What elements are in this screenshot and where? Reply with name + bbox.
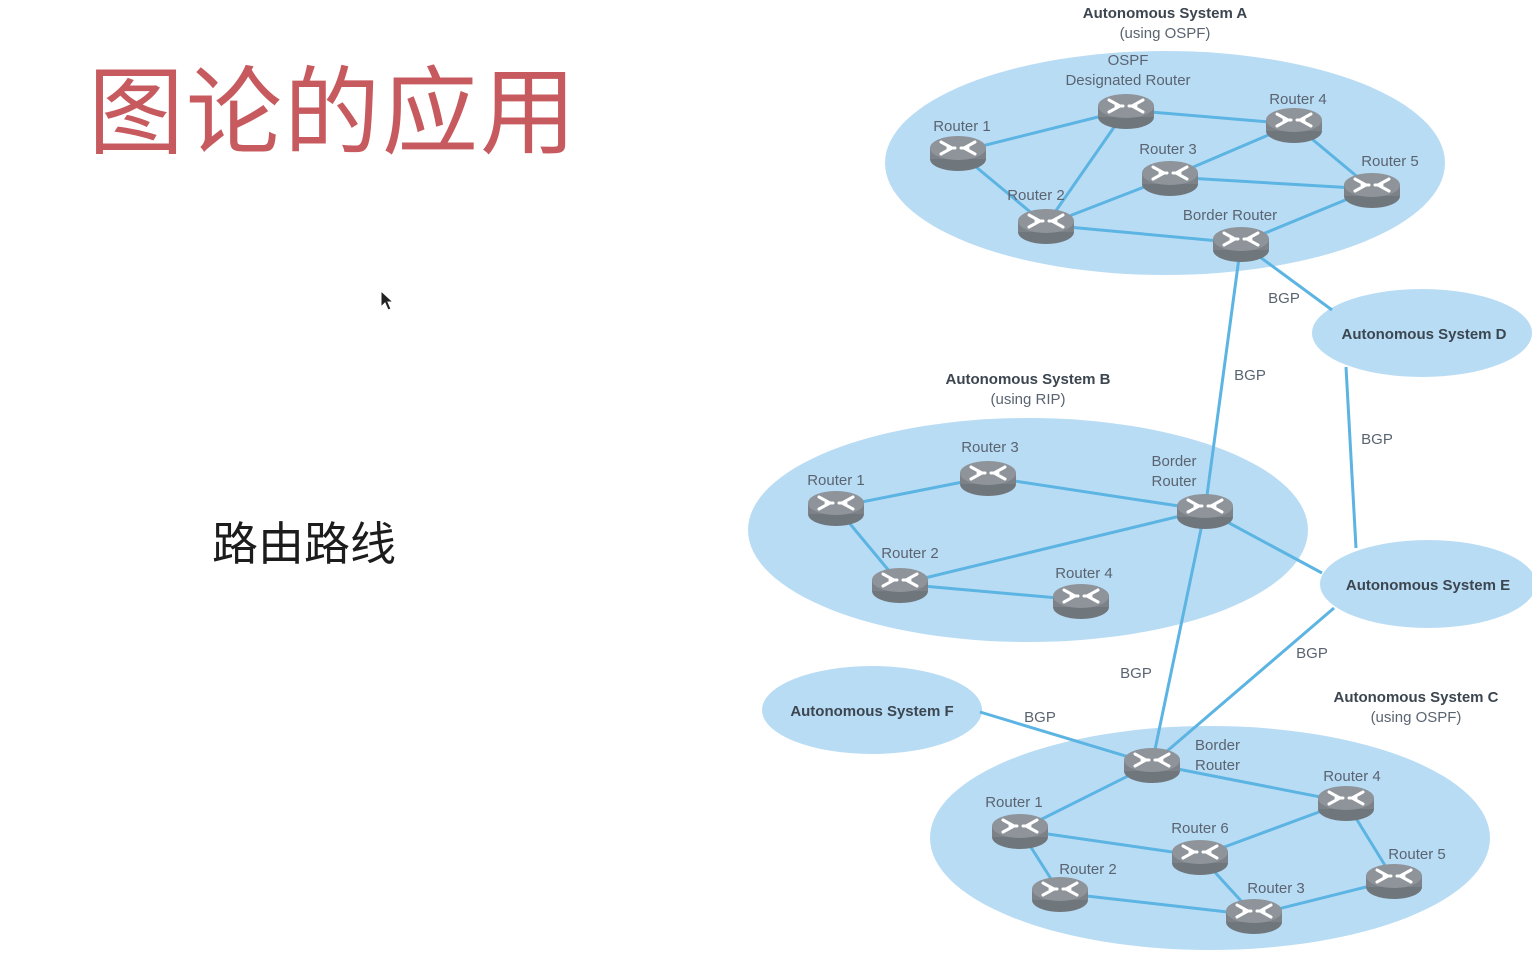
network-link xyxy=(1019,828,1201,858)
router-label: Router 4 xyxy=(1055,565,1113,582)
autonomous-system-d-name: Autonomous System D xyxy=(1341,326,1506,343)
bgp-link-label: BGP xyxy=(1361,431,1393,448)
autonomous-system-a-protocol: (using OSPF) xyxy=(1120,25,1211,42)
router-icon xyxy=(872,568,928,603)
router-icon xyxy=(960,461,1016,496)
autonomous-system-f-region xyxy=(762,666,982,754)
autonomous-system-b-name: Autonomous System B xyxy=(945,371,1110,388)
slide-subtitle: 路由路线 xyxy=(212,517,396,571)
router-icon xyxy=(1098,94,1154,129)
router-label: Router xyxy=(1195,757,1240,774)
bgp-link xyxy=(979,710,1153,766)
router-label: Router 1 xyxy=(807,472,865,489)
router-label: OSPF xyxy=(1108,52,1149,69)
router-label: Router 2 xyxy=(881,545,939,562)
bgp-link xyxy=(1150,509,1207,765)
router-label: Router 5 xyxy=(1388,846,1446,863)
bgp-link-label: BGP xyxy=(1268,290,1300,307)
autonomous-system-c-protocol: (using OSPF) xyxy=(1371,709,1462,726)
router-label: Router 1 xyxy=(985,794,1043,811)
router-label: Router 3 xyxy=(1247,880,1305,897)
autonomous-system-f-name: Autonomous System F xyxy=(790,703,953,720)
network-link xyxy=(1169,175,1373,191)
router-label: Border xyxy=(1151,453,1196,470)
router-icon xyxy=(1366,864,1422,899)
router-icon xyxy=(1318,786,1374,821)
router-label: Border xyxy=(1195,737,1240,754)
router-icon xyxy=(1172,840,1228,875)
autonomous-system-a-name: Autonomous System A xyxy=(1083,5,1248,22)
autonomous-system-e-region xyxy=(1320,540,1532,628)
bgp-link-label: BGP xyxy=(1296,645,1328,662)
router-icon xyxy=(1226,899,1282,934)
router-icon xyxy=(1053,584,1109,619)
mouse-pointer-icon xyxy=(380,290,395,311)
router-icon xyxy=(930,136,986,171)
router-icon xyxy=(1213,227,1269,262)
bgp-link-label: BGP xyxy=(1024,709,1056,726)
router-icon xyxy=(1266,108,1322,143)
autonomous-system-d-region xyxy=(1312,289,1532,377)
router-label: Router 4 xyxy=(1269,91,1327,108)
router-icon xyxy=(1018,209,1074,244)
router-label: Router 2 xyxy=(1059,861,1117,878)
bgp-link xyxy=(1203,242,1243,511)
network-link xyxy=(1059,891,1255,917)
router-icon xyxy=(1177,494,1233,529)
bgp-link xyxy=(1151,606,1335,766)
network-link xyxy=(1045,223,1242,245)
router-label: Router 3 xyxy=(1139,141,1197,158)
router-label: Designated Router xyxy=(1065,72,1190,89)
network-link xyxy=(899,508,1206,586)
network-link xyxy=(1151,762,1347,804)
bgp-link-label: BGP xyxy=(1120,665,1152,682)
network-link xyxy=(1044,109,1128,226)
router-label: Router 2 xyxy=(1007,187,1065,204)
autonomous-system-e-name: Autonomous System E xyxy=(1346,577,1510,594)
autonomous-system-c-name: Autonomous System C xyxy=(1333,689,1498,706)
router-icon xyxy=(1032,877,1088,912)
router-label: Router 5 xyxy=(1361,153,1419,170)
router-icon xyxy=(1344,173,1400,208)
slide-title: 图论的应用 xyxy=(88,57,578,169)
router-label: Router 3 xyxy=(961,439,1019,456)
router-label: Router 4 xyxy=(1323,768,1381,785)
router-icon xyxy=(992,814,1048,849)
bgp-link-label: BGP xyxy=(1234,367,1266,384)
router-label: Router 1 xyxy=(933,118,991,135)
router-label: Router xyxy=(1151,473,1196,490)
network-link xyxy=(987,475,1206,512)
router-icon xyxy=(1124,748,1180,783)
network-link xyxy=(899,582,1082,602)
autonomous-system-b-region xyxy=(748,418,1308,642)
autonomous-system-b-protocol: (using RIP) xyxy=(990,391,1065,408)
router-label: Border Router xyxy=(1183,207,1277,224)
router-icon xyxy=(808,491,864,526)
router-label: Router 6 xyxy=(1171,820,1229,837)
bgp-link xyxy=(1344,366,1358,549)
router-icon xyxy=(1142,161,1198,196)
